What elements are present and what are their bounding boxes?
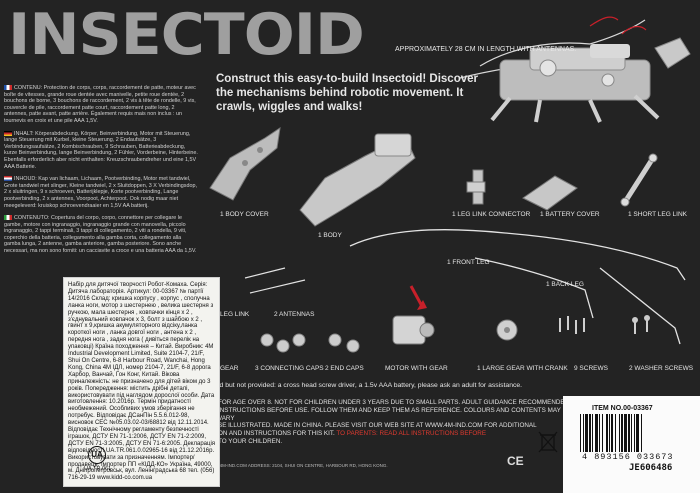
size-note: APPROXIMATELY 28 CM IN LENGTH WITH ANTEN… [395, 46, 577, 53]
part-label: 3 CONNECTING CAPS [255, 365, 324, 372]
item-number: ITEM NO.00-03367 [592, 405, 653, 412]
certification-mark-icon: UA [88, 446, 106, 464]
weee-bin-icon [538, 431, 558, 453]
connecting-caps-icon [260, 333, 306, 353]
part-label: 1 BODY COVER [220, 211, 269, 218]
contents-fr: CONTENU: Protection de corps, corps, rac… [4, 85, 196, 124]
part-label: 1 LARGE GEAR WITH CRANK [477, 365, 568, 372]
certification-label: UA.TR.061 [84, 466, 112, 472]
washer-screws-icon [632, 315, 650, 334]
part-label: MOTOR WITH GEAR [385, 365, 448, 372]
part-label: 1 LEG LINK CONNECTOR [452, 211, 531, 218]
part-label: 1 FRONT LEG [447, 259, 490, 266]
part-label: 1 SHORT LEG LINK [628, 211, 688, 218]
ce-mark: CE [507, 454, 524, 468]
flag-it-icon [4, 215, 12, 221]
barcode-digits: 4 893156 033673 [582, 452, 674, 462]
batch-code: JE606486 [629, 463, 673, 473]
part-label: 2 WASHER SCREWS [629, 365, 694, 372]
large-gear-icon [496, 319, 518, 341]
body-icon [299, 133, 416, 227]
body-cover-icon [209, 126, 281, 201]
motor-with-gear-icon [392, 285, 435, 345]
import-sticker: Набір для дитячої творчості Робот-Комаха… [63, 277, 220, 487]
end-caps-icon [328, 333, 360, 353]
front-leg-icon [349, 229, 686, 281]
part-label: 2 ANTENNAS [274, 311, 315, 318]
back-leg-icon [474, 257, 681, 345]
part-label: GEAR [220, 365, 239, 372]
contents-nl: INHOUD: Kap van lichaam, Lichaam, Pootve… [4, 176, 197, 209]
battery-cover-icon [522, 175, 578, 211]
assembled-insectoid-illustration [459, 16, 691, 123]
part-label: 9 SCREWS [574, 365, 608, 372]
part-label: 1 BATTERY COVER [540, 211, 600, 218]
antennas-icon [244, 267, 306, 294]
part-label: 1 BACK LEG [546, 281, 584, 288]
company-address: ©2016 4M-IND.COM ADDRESS: 2104, SHUI ON … [205, 463, 388, 468]
warning-text: FOR AGE OVER 8. NOT FOR CHILDREN UNDER 3… [218, 399, 571, 445]
parts-illustrations [209, 126, 686, 353]
product-title: INSECTOID [8, 1, 365, 69]
sticker-text: Набір для дитячої творчості Робот-Комаха… [68, 282, 216, 482]
part-label: 2 END CAPS [325, 365, 364, 372]
part-label: 1 BODY [318, 232, 342, 239]
contents-it: CONTENUTO: Copertura del corpo, corpo, c… [4, 215, 197, 255]
contents-de: INHALT: Körperabdeckung, Körper, Beinver… [4, 130, 198, 170]
flag-nl-icon [4, 176, 12, 182]
screws-icon [559, 316, 585, 334]
barcode-icon [580, 414, 642, 452]
short-leg-link-icon [620, 153, 658, 207]
leg-link-connector-icon [466, 169, 486, 205]
tagline: Construct this easy-to-build Insectoid! … [216, 73, 478, 113]
contents-list: CONTENU: Protection de corps, corps, rac… [0, 84, 202, 260]
flag-de-icon [4, 130, 12, 136]
part-label: LEG LINK [220, 311, 250, 318]
tools-required-note: ded but not provided: a cross head screw… [212, 382, 523, 389]
flag-fr-icon [4, 85, 12, 91]
